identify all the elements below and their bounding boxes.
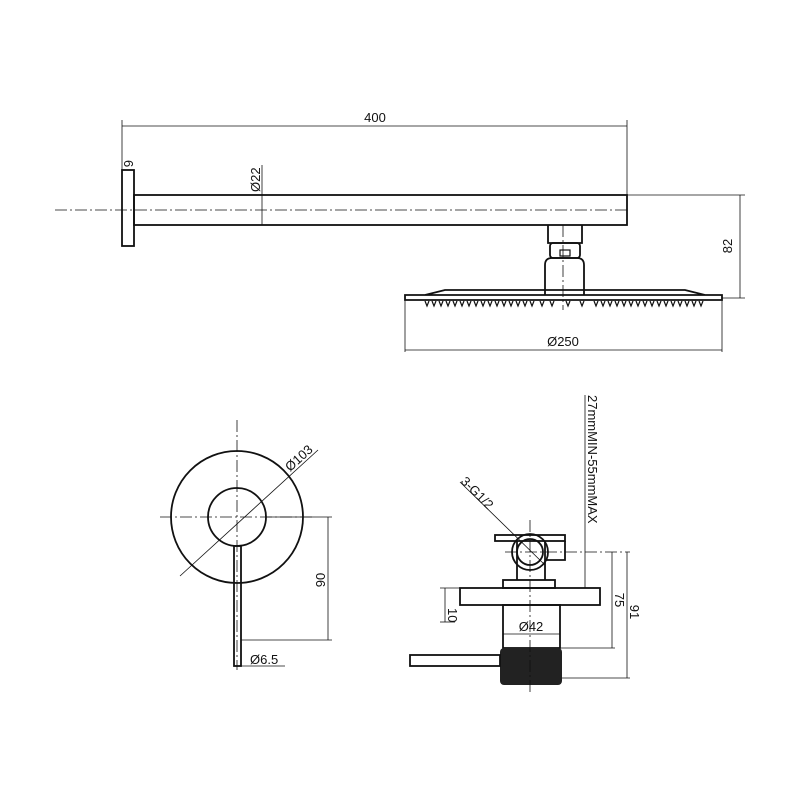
wall-plate-front-view: Ø103 90 Ø6.5 — [160, 420, 332, 670]
dim-400: 400 — [364, 110, 386, 125]
shower-head — [404, 289, 723, 301]
dim-6-5: Ø6.5 — [250, 652, 278, 667]
mixer-lever — [409, 654, 501, 667]
nozzles — [424, 300, 704, 308]
shower-arm-view: 400 6 Ø22 82 Ø250 — [55, 110, 745, 352]
dim-42: Ø42 — [519, 619, 544, 634]
knurled-handle — [500, 648, 562, 685]
dim-103: Ø103 — [282, 442, 316, 474]
dim-90: 90 — [313, 573, 328, 587]
head-swivel — [544, 257, 585, 295]
dim-22: Ø22 — [248, 167, 263, 192]
dim-91: 91 — [627, 605, 642, 619]
dim-250: Ø250 — [547, 334, 579, 349]
dim-thread: 3-G1/2 — [458, 474, 497, 513]
dim-75: 75 — [612, 593, 627, 607]
dim-6: 6 — [121, 160, 136, 167]
mixer-side-view: 3-G1/2 27mmMIN-55mmMAX 10 Ø42 75 91 — [409, 395, 642, 695]
dim-wall-depth: 27mmMIN-55mmMAX — [585, 395, 600, 524]
dim-10: 10 — [445, 608, 460, 622]
arm-connector — [547, 225, 583, 244]
dim-82: 82 — [720, 239, 735, 253]
wall-flange — [121, 169, 135, 247]
lever — [233, 545, 242, 667]
